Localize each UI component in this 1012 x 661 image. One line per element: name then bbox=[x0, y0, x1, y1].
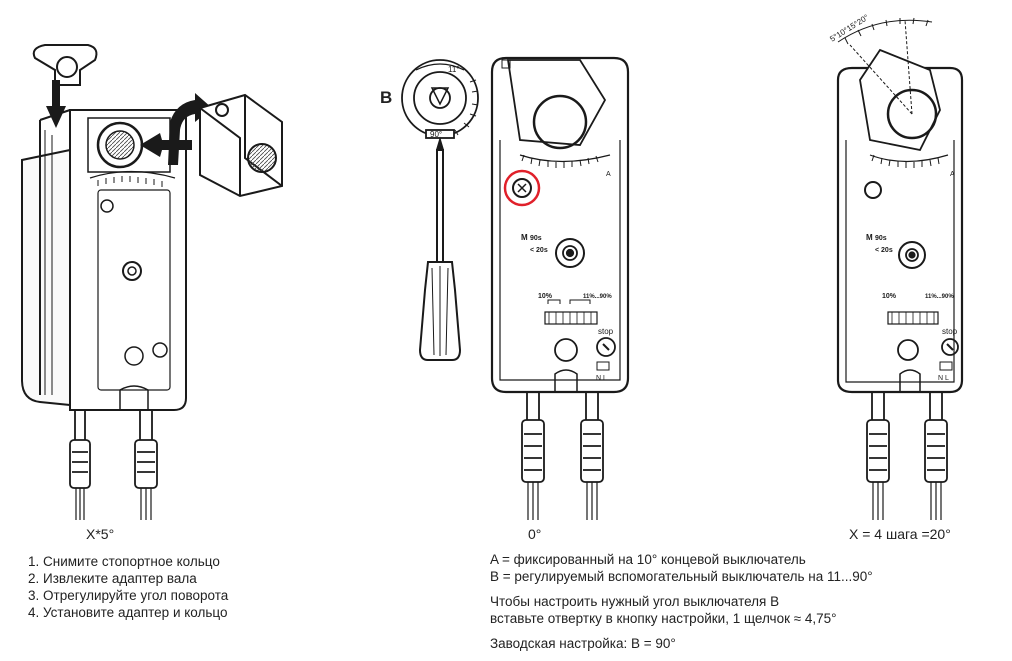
actuator-right bbox=[836, 48, 964, 394]
notes-block: A = фиксированный на 10° концевой выключ… bbox=[490, 551, 873, 652]
note-instruction-1: Чтобы настроить нужный угол выключателя … bbox=[490, 594, 780, 609]
label-switch-b: 11%...90% bbox=[583, 294, 612, 300]
label-stop-right: stop bbox=[942, 327, 958, 336]
retaining-ring bbox=[32, 44, 98, 86]
label-20s: < 20s bbox=[530, 247, 548, 254]
label-m-right: M bbox=[866, 233, 873, 242]
highlight-circle bbox=[503, 169, 541, 207]
note-a-definition: A = фиксированный на 10° концевой выключ… bbox=[490, 552, 806, 567]
note-factory-setting: Заводская настройка: B = 90° bbox=[490, 636, 676, 651]
step-item: 3. Отрегулируйте угол поворота bbox=[28, 588, 229, 603]
step-item: 1. Снимите стопортное кольцо bbox=[28, 554, 220, 569]
label-a: A bbox=[606, 171, 611, 178]
label-90s-right: 90s bbox=[875, 235, 887, 242]
note-b-definition: B = регулируемый вспомогательный выключа… bbox=[490, 569, 873, 584]
step-item: 2. Извлеките адаптер вала bbox=[28, 571, 197, 586]
caption-middle: 0° bbox=[528, 526, 542, 542]
label-m: M bbox=[521, 233, 528, 242]
cables-left bbox=[69, 410, 158, 520]
label-switch-a-right: 10% bbox=[882, 293, 897, 300]
dial-label-90: 90° bbox=[430, 130, 442, 139]
angle-arc bbox=[837, 17, 933, 115]
note-instruction-2: вставьте отвертку в кнопку настройки, 1 … bbox=[490, 611, 837, 626]
label-nl-right: N L bbox=[938, 375, 949, 382]
label-switch-b-right: 11%...90% bbox=[925, 294, 954, 300]
cables-middle bbox=[521, 392, 604, 520]
label-b-inset: B bbox=[380, 88, 393, 107]
label-90s: 90s bbox=[530, 235, 542, 242]
dial-label-11: 11° bbox=[448, 65, 460, 74]
label-20s-right: < 20s bbox=[875, 247, 893, 254]
step-item: 4. Установите адаптер и кольцо bbox=[28, 605, 228, 620]
shaft-adapter bbox=[199, 93, 283, 198]
right-labels: M 90s < 20s 10% 11%...90% stop N L A bbox=[866, 171, 958, 382]
actuator-left bbox=[21, 109, 187, 411]
caption-right: X = 4 шага =20° bbox=[849, 526, 951, 542]
caption-left: X*5° bbox=[86, 526, 115, 542]
label-stop: stop bbox=[598, 327, 614, 336]
label-a-right: A bbox=[950, 171, 955, 178]
label-nl: N L bbox=[596, 375, 607, 382]
label-switch-a: 10% bbox=[538, 293, 553, 300]
cables-right bbox=[866, 392, 948, 520]
middle-labels: M 90s < 20s 10% 11%...90% stop N L A bbox=[521, 171, 614, 382]
actuator-middle bbox=[490, 56, 630, 394]
dial-inset bbox=[401, 59, 479, 139]
steps-list: 1. Снимите стопортное кольцо 2. Извлекит… bbox=[28, 553, 228, 621]
screwdriver bbox=[418, 136, 462, 361]
